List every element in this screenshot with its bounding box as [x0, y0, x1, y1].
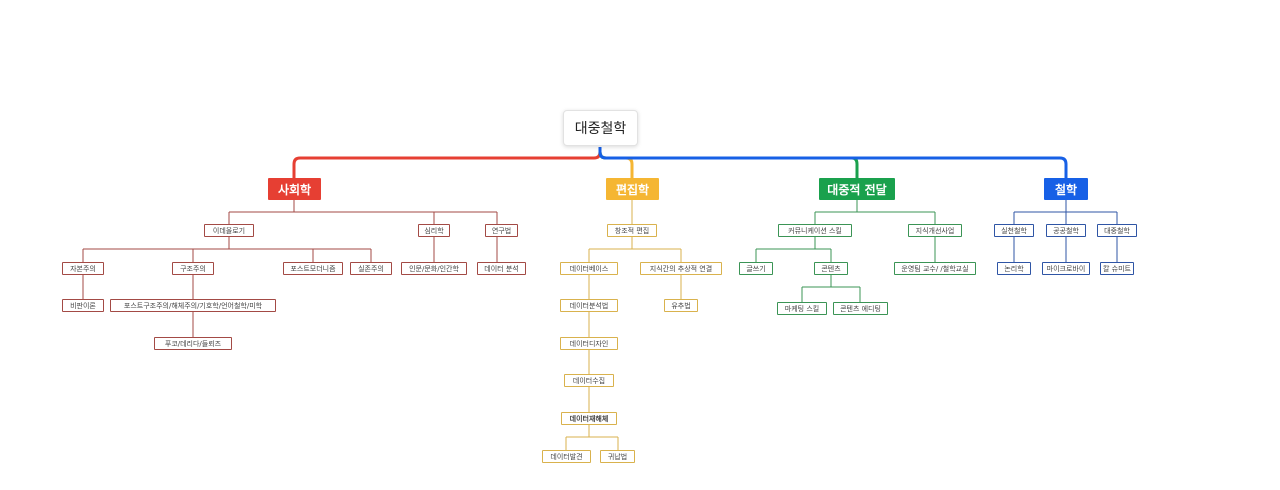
node-critical-theory[interactable]: 비판이론	[62, 299, 104, 312]
node-content[interactable]: 콘텐츠	[814, 262, 848, 275]
node-deduction[interactable]: 유추법	[664, 299, 698, 312]
node-creative-editing[interactable]: 창조적 편집	[607, 224, 657, 237]
node-data-selection[interactable]: 데이터수집	[564, 374, 614, 387]
node-ideology[interactable]: 이데올로기	[204, 224, 254, 237]
node-marketing-skill[interactable]: 마케팅 스킬	[777, 302, 827, 315]
node-comm-skills[interactable]: 커뮤니케이션 스킬	[778, 224, 852, 237]
node-capitalism[interactable]: 자본주의	[62, 262, 104, 275]
node-existentialism[interactable]: 실존주의	[350, 262, 392, 275]
category-sociology[interactable]: 사회학	[268, 178, 321, 200]
root-to-editing-branch	[598, 147, 634, 178]
node-microbiology[interactable]: 마이크로바이	[1042, 262, 1090, 275]
root-to-communication-branch	[598, 147, 859, 178]
category-philosophy[interactable]: 철학	[1044, 178, 1088, 200]
node-structuralism-detail[interactable]: 포스트구조주의/해체주의/기호학/언어철학/미학	[110, 299, 276, 312]
node-data-structuring[interactable]: 데이터디자인	[560, 337, 618, 350]
node-structuralism[interactable]: 구조주의	[172, 262, 214, 275]
node-induction[interactable]: 귀납법	[600, 450, 635, 463]
node-psychology[interactable]: 심리학	[418, 224, 450, 237]
node-database[interactable]: 데이터베이스	[560, 262, 618, 275]
editing-connectors	[565, 200, 682, 450]
node-knowledge-service-detail[interactable]: 운영팀 교수/ /철학교실	[894, 262, 976, 275]
node-public-philosophy[interactable]: 공공철학	[1046, 224, 1086, 237]
node-content-editing[interactable]: 콘텐츠 에디팅	[833, 302, 888, 315]
category-communication[interactable]: 대중적 전달	[819, 178, 895, 200]
node-writing[interactable]: 글쓰기	[739, 262, 773, 275]
node-psychology-detail[interactable]: 인문/문화/인간학	[401, 262, 467, 275]
node-research-method[interactable]: 연구법	[485, 224, 518, 237]
node-structuralism-sub[interactable]: 푸코/데리다/들뢰즈	[154, 337, 232, 350]
root-node[interactable]: 대중철학	[563, 110, 638, 146]
sociology-connectors	[82, 200, 498, 337]
communication-connectors	[755, 200, 936, 302]
node-popular-philosophy[interactable]: 대중철학	[1097, 224, 1137, 237]
philosophy-connectors	[1013, 200, 1118, 262]
node-data-analysis[interactable]: 데이터 분석	[477, 262, 526, 275]
node-thinkers[interactable]: 칼 슈미트	[1100, 262, 1134, 275]
node-data-collection[interactable]: 데이터분석법	[560, 299, 618, 312]
node-data-discovery[interactable]: 데이터발견	[542, 450, 591, 463]
node-logic[interactable]: 논리학	[997, 262, 1031, 275]
category-editing[interactable]: 편집학	[606, 178, 659, 200]
root-to-philosophy-branch	[598, 147, 1068, 178]
node-knowledge-link[interactable]: 지식간의 추상적 연결	[640, 262, 722, 275]
node-practical-philosophy[interactable]: 실천철학	[994, 224, 1034, 237]
node-data-editing[interactable]: 데이터재해체	[561, 412, 617, 425]
node-postmodernism[interactable]: 포스트모더니즘	[283, 262, 343, 275]
node-knowledge-service[interactable]: 지식개선사업	[908, 224, 962, 237]
root-to-sociology-branch	[292, 147, 602, 178]
